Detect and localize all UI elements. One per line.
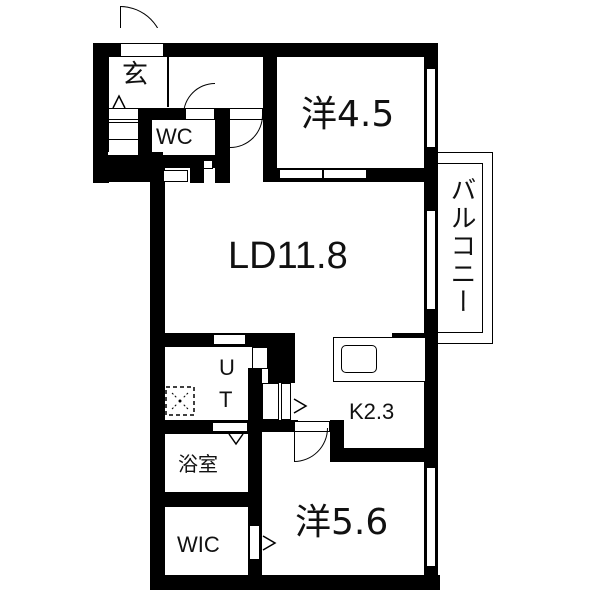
window-room2: [426, 467, 436, 567]
ut-closet-door-2: [281, 383, 291, 420]
sink-icon: [341, 345, 377, 373]
room-label-bathroom: 浴室: [178, 452, 218, 476]
hall-opening: [163, 170, 188, 182]
wall-left: [150, 165, 165, 590]
room-label-western-1: 洋4.5: [301, 94, 395, 135]
wall-hall-bottom: [248, 420, 298, 432]
step-up-icon: [112, 94, 126, 109]
wall-entrance-right: [167, 57, 169, 107]
window-room1: [426, 68, 436, 148]
wc-door-swing-icon[interactable]: [183, 83, 215, 115]
balcony-inner: [438, 163, 483, 333]
balcony: [438, 152, 493, 344]
kitchen-counter: [333, 337, 426, 382]
room-label-wc: WC: [156, 124, 193, 149]
wall-wc-bottom: [150, 155, 230, 168]
wall-bottom: [150, 575, 440, 590]
wic-arrow-icon: [262, 535, 277, 551]
shoe-cabinet-3: [108, 152, 138, 155]
bath-door-arrow-icon: [228, 433, 244, 446]
room-label-entrance: 玄: [122, 60, 149, 90]
room1-door-1: [279, 169, 323, 179]
room-label-ut-u: U: [219, 355, 235, 380]
closet-arrow-icon: [293, 398, 308, 414]
room-label-ut-t: T: [219, 387, 233, 412]
wall-entrance-left: [93, 43, 109, 183]
window-ld: [426, 210, 436, 310]
wall-ut-top-right: [268, 333, 295, 383]
room-label-kitchen: K2.3: [349, 399, 395, 424]
ut-right-fixture: [252, 347, 268, 369]
room-label-wic: WIC: [177, 532, 220, 557]
entrance-door-frame: [120, 43, 164, 57]
wall-bath-bottom: [150, 492, 260, 507]
wc-inner-fixture: [203, 160, 213, 169]
room2-door-swing-icon[interactable]: [294, 428, 328, 462]
hall-door-swing-icon[interactable]: [230, 115, 263, 148]
wall-wc-left: [138, 108, 152, 168]
wall-wc-foot: [190, 168, 204, 183]
wic-door: [249, 525, 260, 560]
room-label-western-2: 洋5.6: [295, 502, 389, 543]
wall-top: [93, 43, 438, 57]
room1-door-2: [323, 169, 367, 179]
room-label-living-dining: LD11.8: [228, 235, 348, 277]
wall-wc-right: [215, 108, 230, 183]
ut-door-top: [213, 334, 246, 345]
wall-room1-left: [263, 57, 277, 182]
wall-kitchen-bottom: [330, 448, 438, 462]
washer-icon: [165, 386, 195, 416]
bath-door: [212, 422, 248, 432]
ut-closet-door-1: [262, 383, 279, 420]
room-label-balcony: バルコニー: [446, 176, 476, 316]
